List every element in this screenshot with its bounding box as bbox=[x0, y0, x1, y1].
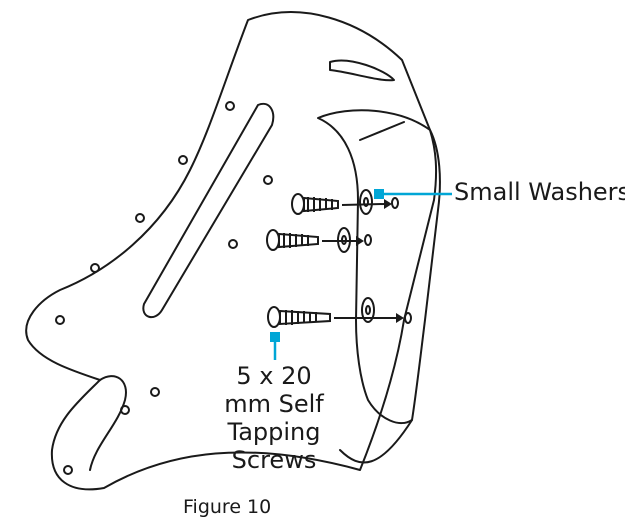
hole bbox=[225, 101, 235, 111]
flange-hole bbox=[364, 234, 372, 246]
screw-1 bbox=[291, 193, 339, 215]
screw-2 bbox=[266, 229, 319, 251]
hole bbox=[263, 175, 273, 185]
assembly-arrows bbox=[322, 199, 404, 323]
washer-callout bbox=[374, 189, 452, 199]
screw-label-line: Tapping bbox=[227, 418, 321, 446]
flange-hole bbox=[404, 312, 412, 324]
hole bbox=[228, 239, 238, 249]
flange-hole bbox=[391, 197, 399, 209]
bracket-fork bbox=[89, 375, 127, 471]
bracket-top-slot bbox=[329, 59, 395, 82]
bracket-plate bbox=[25, 11, 438, 491]
figure-caption: Figure 10 bbox=[183, 496, 272, 518]
screw-label-line: Screws bbox=[231, 446, 317, 474]
screw-callout bbox=[270, 332, 280, 360]
hole bbox=[135, 213, 145, 223]
hole bbox=[90, 263, 100, 273]
hole bbox=[120, 405, 130, 415]
screw-3 bbox=[267, 306, 331, 328]
hole bbox=[63, 465, 73, 475]
bracket-flange bbox=[317, 109, 441, 425]
hole bbox=[178, 155, 188, 165]
screw-label-line: mm Self bbox=[224, 390, 324, 418]
screw-spec-label: 5 x 20 mm Self Tapping Screws bbox=[208, 362, 340, 474]
screw-label-line: 5 x 20 bbox=[236, 362, 312, 390]
bracket-slot bbox=[142, 102, 275, 319]
hole bbox=[150, 387, 160, 397]
hole bbox=[55, 315, 65, 325]
small-washers-label: Small Washers bbox=[454, 178, 625, 206]
